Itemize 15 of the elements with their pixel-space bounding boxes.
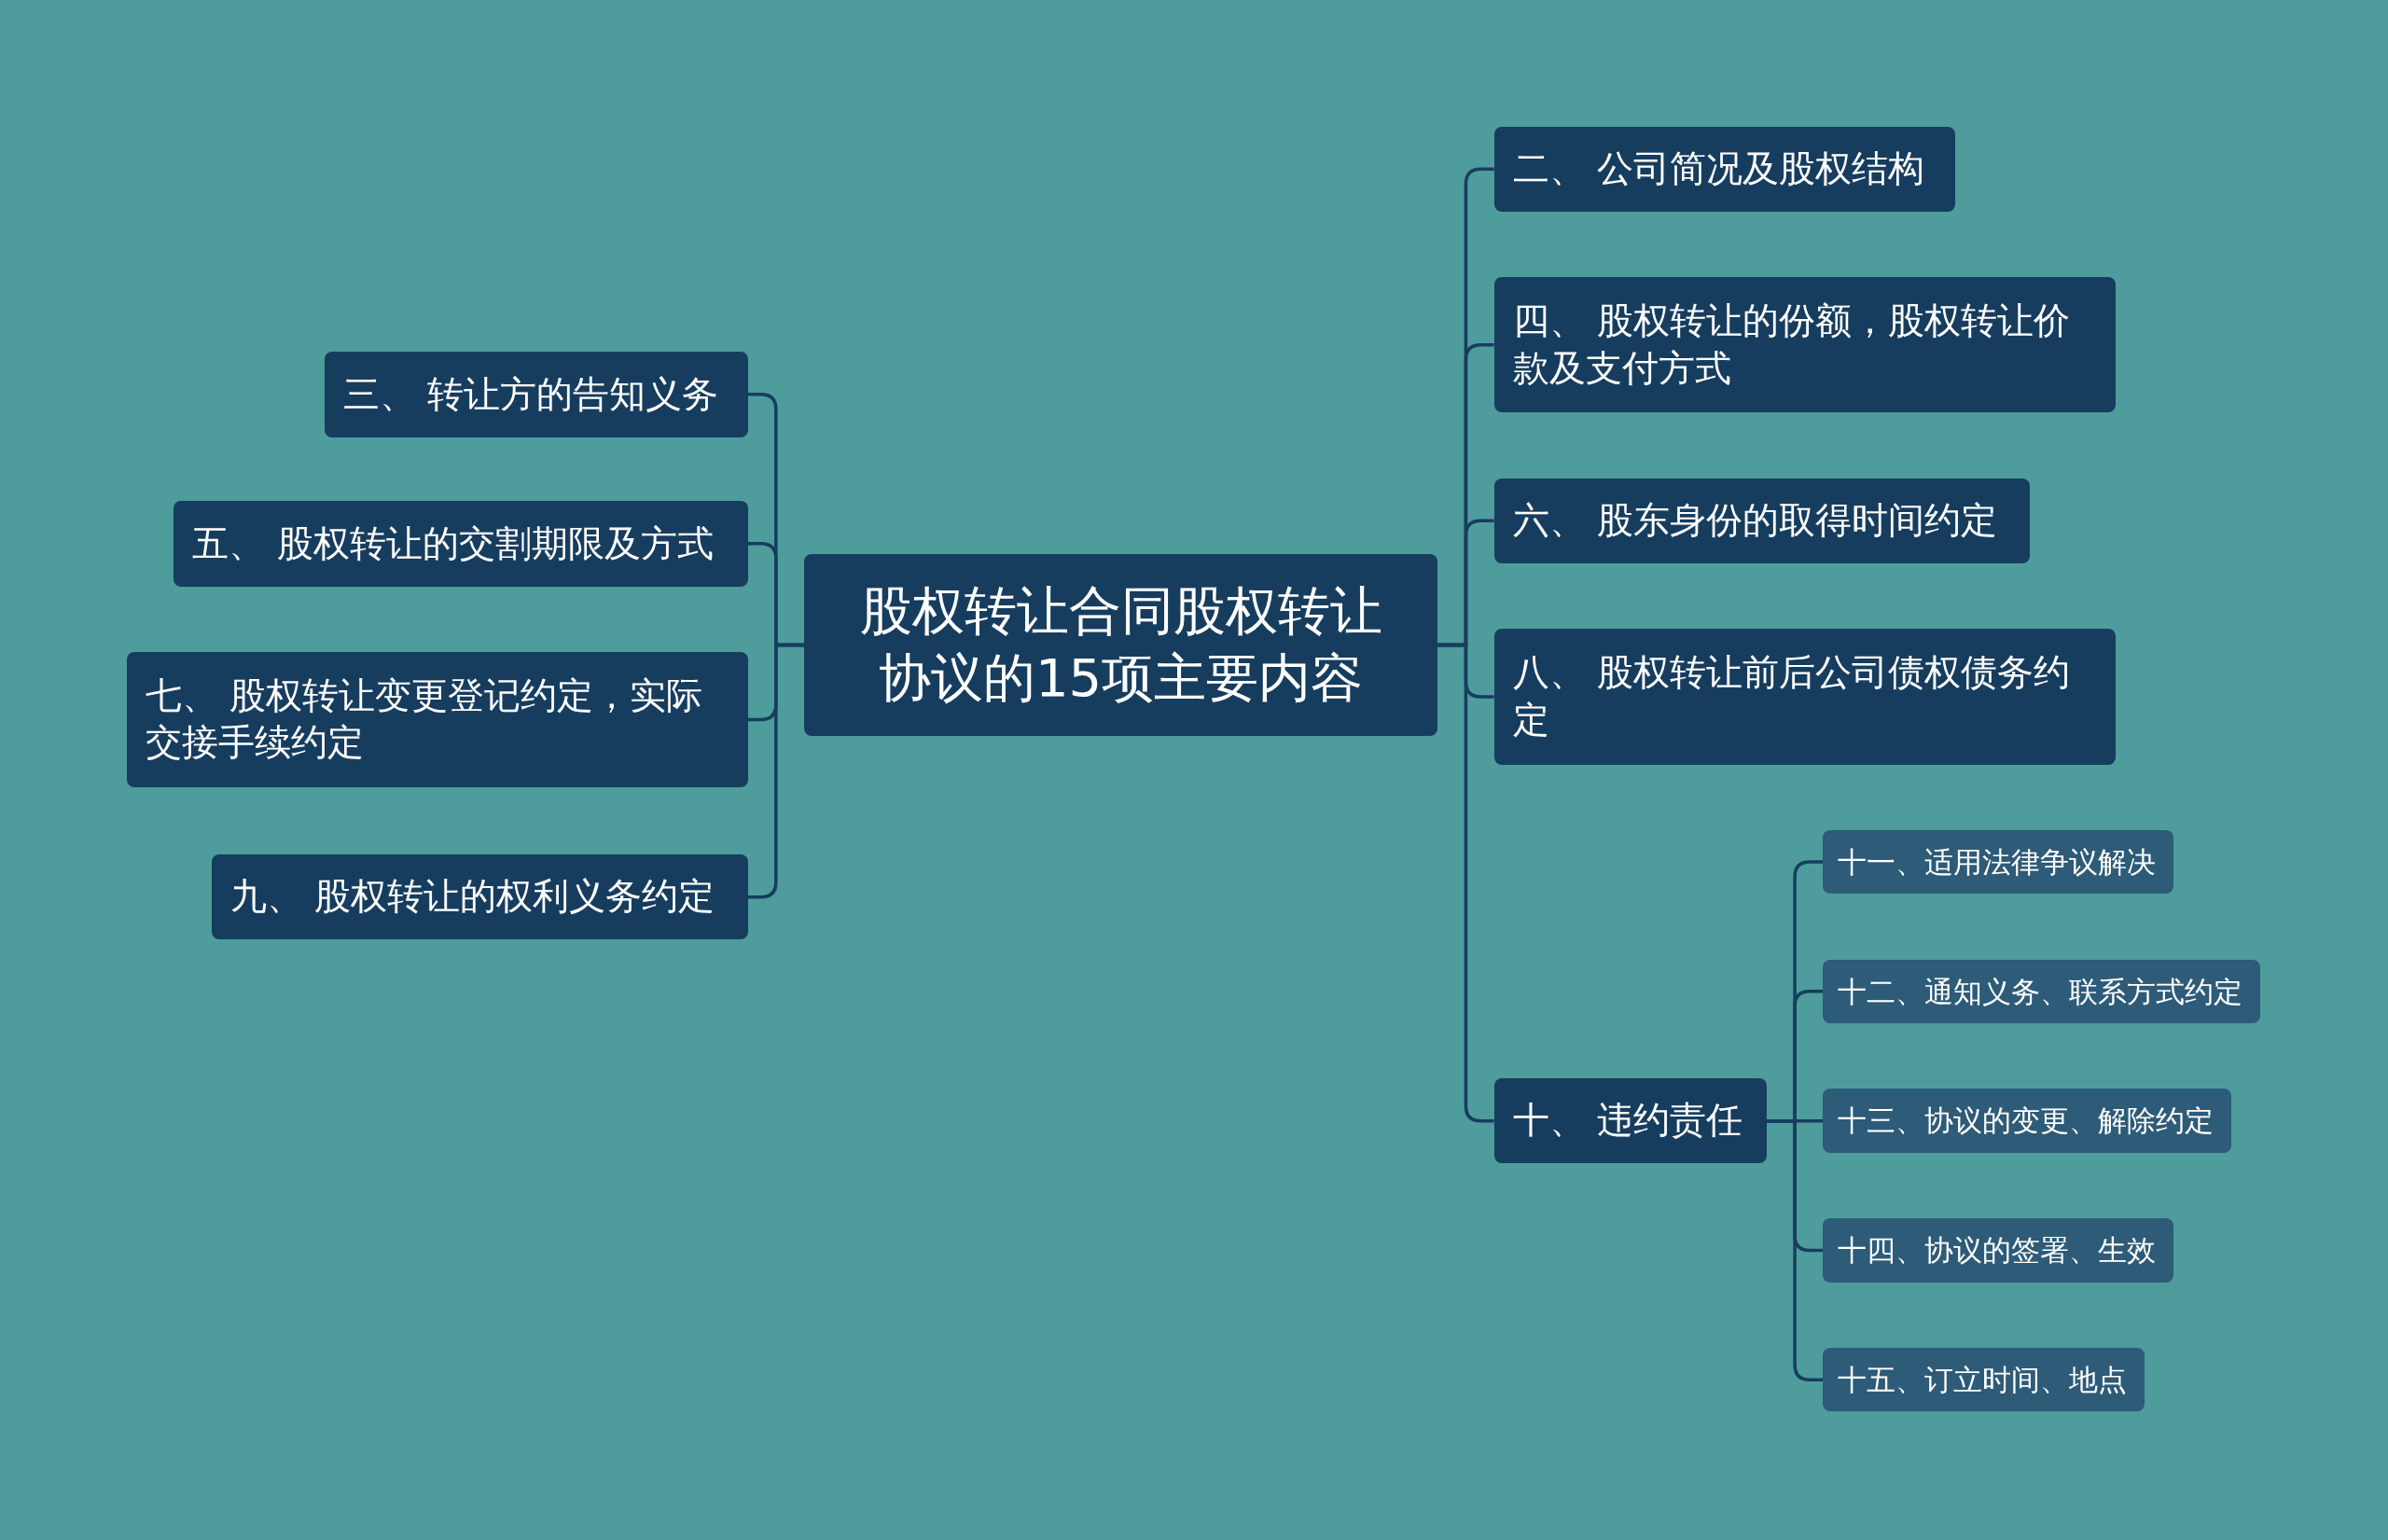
central-topic-box: 股权转让合同股权转让协议的15项主要内容 (804, 554, 1438, 736)
topic-box: 三、 转让方的告知义务 (324, 352, 748, 437)
subtopic-box: 十二、通知义务、联系方式约定 (1823, 959, 2260, 1024)
topic-box: 八、 股权转让前后公司债权债务约定 (1493, 629, 2116, 765)
topic-box: 五、 股权转让的交割期限及方式 (174, 501, 748, 587)
subtopic-box: 十五、订立时间、地点 (1823, 1347, 2145, 1412)
topic-box: 七、 股权转让变更登记约定，实际交接手续约定 (126, 651, 748, 788)
subtopic-box: 十一、适用法律争议解决 (1823, 829, 2173, 895)
topic-box: 四、 股权转让的份额，股权转让价款及支付方式 (1493, 277, 2116, 413)
topic-box: 九、 股权转让的权利义务约定 (211, 853, 748, 940)
subtopic-box: 十四、协议的签署、生效 (1823, 1218, 2173, 1283)
subtopic-box: 十三、协议的变更、解除约定 (1823, 1089, 2231, 1153)
topic-box: 十、 违约责任 (1493, 1077, 1767, 1164)
topic-box: 六、 股东身份的取得时间约定 (1493, 478, 2031, 564)
topic-box: 二、 公司简况及股权结构 (1493, 126, 1956, 212)
